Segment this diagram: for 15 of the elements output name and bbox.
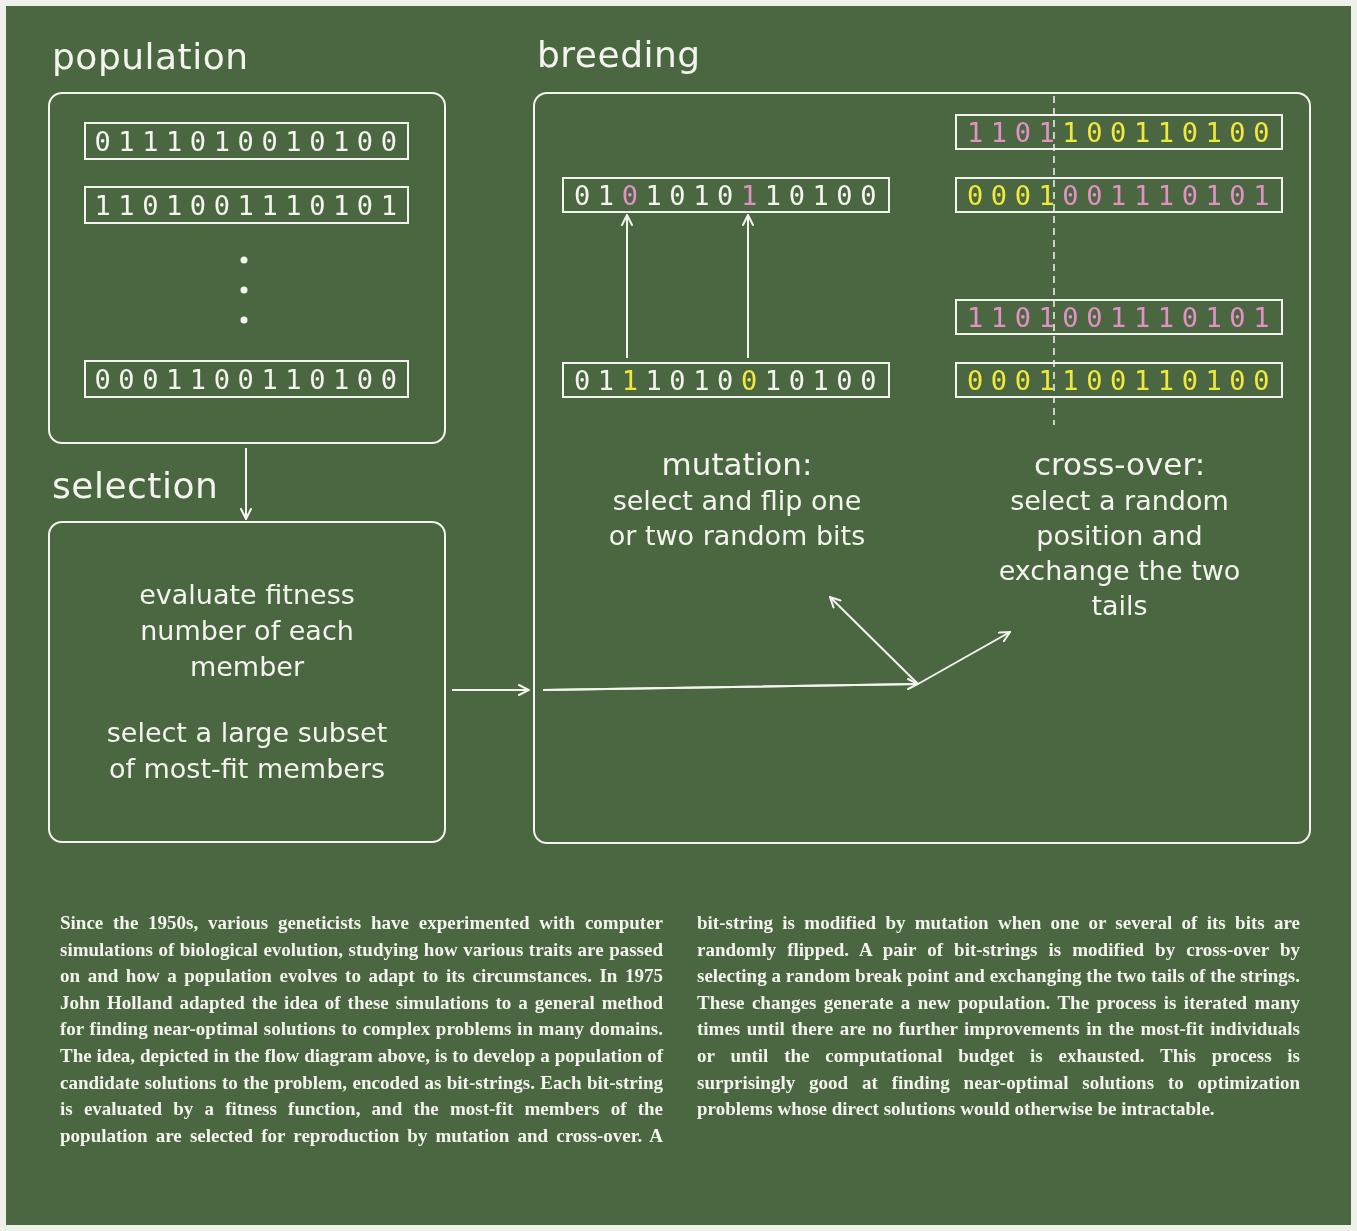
arrow <box>451 684 530 696</box>
note-heading: mutation: <box>661 445 813 483</box>
panel-text: select a large subset of most-fit members <box>105 716 389 786</box>
panel-heading: selection <box>52 465 219 506</box>
note-text: select a random position and exchange the two tails <box>997 484 1242 623</box>
arrow <box>240 447 252 520</box>
caption-text: Since the 1950s, various geneticists have experimented with computer simulations of biological evolution, studying how various traits are passed on and how a population evolves to adapt to its circumstances. In 1975 John Holland adapted the idea of these simulations to a general method for finding near-optimal solutions to complex problems in many domains. The idea, depicted in the flow diagram above, is to develop a population of candidate solutions to the problem, encoded as bit-strings. Each bit-string is evaluated by a fitness function, and the most-fit members of the population are selected for reproduction by mutation and cross-over. A bit-string is modified by mutation when one or several of its bits are randomly flipped. A pair of bit-strings is modified by cross-over by selecting a random break point and exchanging the two tails of the strings. These changes generate a new population. The process is iterated many times until there are no further improvements in the most-fit individuals or until the computational budget is exhausted. This process is surprisingly good at finding near-optimal solutions to optimization problems whose direct solutions would otherwise be intractable. <box>60 911 1300 1148</box>
arrow <box>742 214 754 359</box>
arrow <box>621 214 633 359</box>
panel-heading: population <box>52 36 249 77</box>
panel-text: evaluate fitness number of each member <box>138 578 356 684</box>
note-heading: cross-over: <box>1033 445 1206 483</box>
panel-heading: breeding <box>537 34 701 75</box>
arrow <box>542 631 1011 691</box>
note-text: select and flip one or two random bits <box>607 484 867 553</box>
